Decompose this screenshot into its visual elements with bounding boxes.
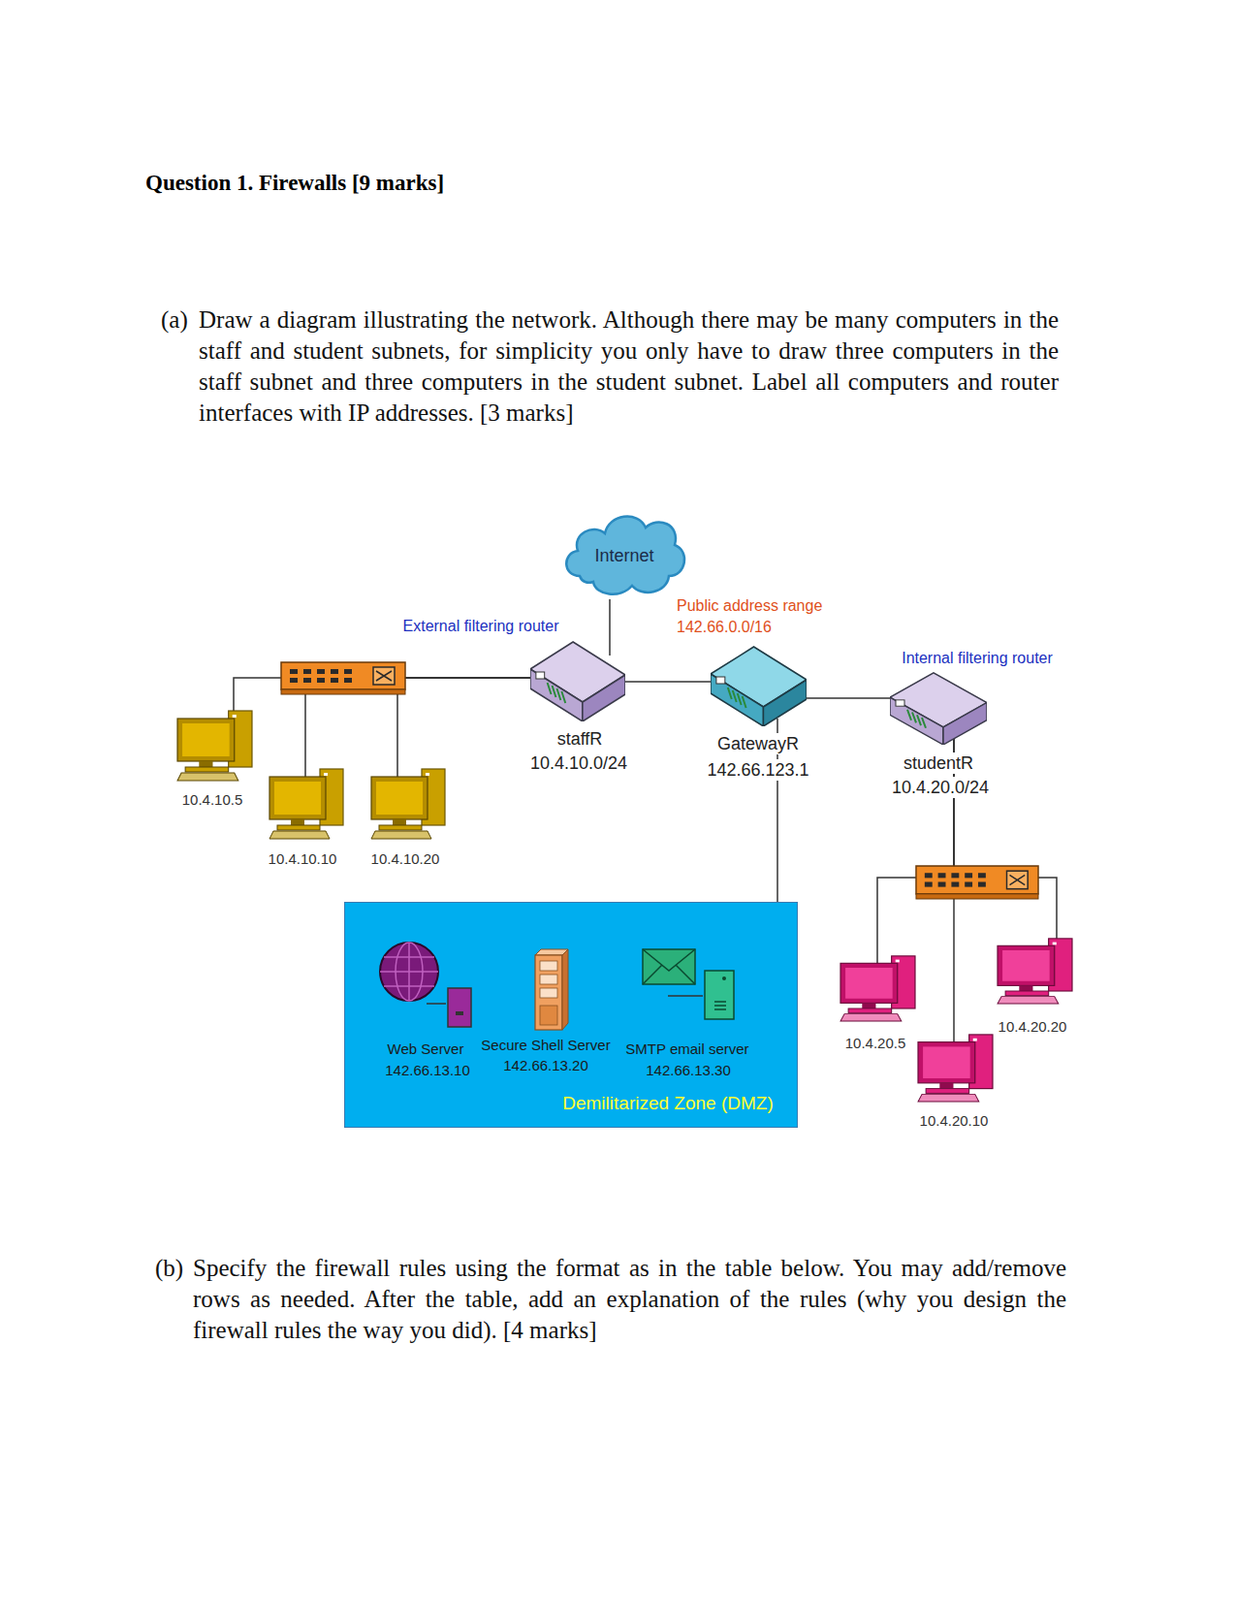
web-server: Web Server142.66.13.10 — [378, 939, 474, 1029]
item-letter: (b) — [155, 1252, 184, 1284]
node-label: Demilitarized Zone (DMZ) — [562, 1092, 773, 1114]
node-icon — [378, 939, 474, 1029]
node-icon — [838, 953, 918, 1022]
question-text: Specify the firewall rules using the for… — [192, 1252, 1067, 1346]
network-link — [397, 677, 535, 777]
node-icon — [640, 947, 738, 1021]
node-label: 10.4.10.5 — [182, 791, 244, 809]
router-caption: Internal filtering router — [901, 649, 1053, 667]
question-text: Draw a diagram illustrating the network.… — [198, 304, 1059, 429]
node-label: 10.4.20.10 — [919, 1111, 989, 1130]
node-label: studentR — [901, 752, 976, 774]
staff-computer: 10.4.10.5 — [175, 708, 254, 782]
email-server: SMTP email server142.66.13.30 — [640, 947, 738, 1021]
node-icon — [889, 670, 987, 745]
gateway-router: GatewayR142.66.123.1 — [710, 644, 807, 727]
staff-computer: 10.4.10.20 — [369, 766, 447, 840]
node-label: 142.66.13.30 — [645, 1061, 731, 1079]
internet-cloud: Internet — [560, 506, 689, 600]
network-link — [621, 680, 715, 683]
router: studentR10.4.20.0/24 — [889, 670, 987, 745]
network-link — [608, 599, 611, 656]
item-letter: (a) — [160, 304, 189, 336]
node-label: 142.66.13.20 — [503, 1056, 589, 1075]
student-computer: 10.4.20.5 — [838, 953, 918, 1022]
address-range: 142.66.0.0/16 — [676, 618, 772, 636]
node-icon — [267, 766, 346, 840]
staff-computer: 10.4.10.10 — [267, 766, 346, 840]
question-title: Question 1. Firewalls [9 marks] — [145, 170, 444, 196]
node-icon — [710, 644, 807, 727]
ssh-server: Secure Shell Server142.66.13.20 — [531, 947, 571, 1032]
node-label: 142.66.123.1 — [704, 759, 811, 781]
node-label: 10.4.10.10 — [268, 850, 338, 868]
node-label: Web Server — [387, 1040, 465, 1058]
student-computer: 10.4.20.20 — [995, 936, 1075, 1005]
node-label: staffR — [555, 728, 605, 750]
node-label: 10.4.20.20 — [998, 1017, 1068, 1036]
student-computer: 10.4.20.10 — [916, 1032, 995, 1103]
node-icon — [175, 708, 254, 782]
network-link — [802, 697, 894, 699]
network-switch — [281, 662, 406, 695]
node-label: Secure Shell Server — [480, 1036, 610, 1054]
node-label: GatewayR — [715, 732, 801, 755]
address-note: Public address range — [676, 597, 823, 615]
router: staffR10.4.10.0/24 — [530, 639, 626, 722]
node-label: 10.4.20.5 — [845, 1034, 907, 1052]
router-caption: External filtering router — [403, 617, 560, 635]
node-label: 10.4.10.20 — [371, 850, 441, 868]
node-label: 10.4.10.0/24 — [528, 752, 630, 774]
node-icon — [531, 947, 571, 1032]
node-label: 10.4.20.0/24 — [889, 776, 991, 798]
node-label: 142.66.13.10 — [384, 1061, 471, 1079]
network-switch — [916, 865, 1039, 899]
node-icon — [916, 1032, 995, 1103]
dmz-zone: Demilitarized Zone (DMZ)Web Server142.66… — [344, 901, 798, 1128]
node-icon — [530, 639, 626, 722]
node-label: Internet — [594, 545, 654, 567]
node-label: SMTP email server — [625, 1040, 749, 1058]
node-icon — [369, 766, 447, 840]
node-icon — [995, 936, 1075, 1005]
